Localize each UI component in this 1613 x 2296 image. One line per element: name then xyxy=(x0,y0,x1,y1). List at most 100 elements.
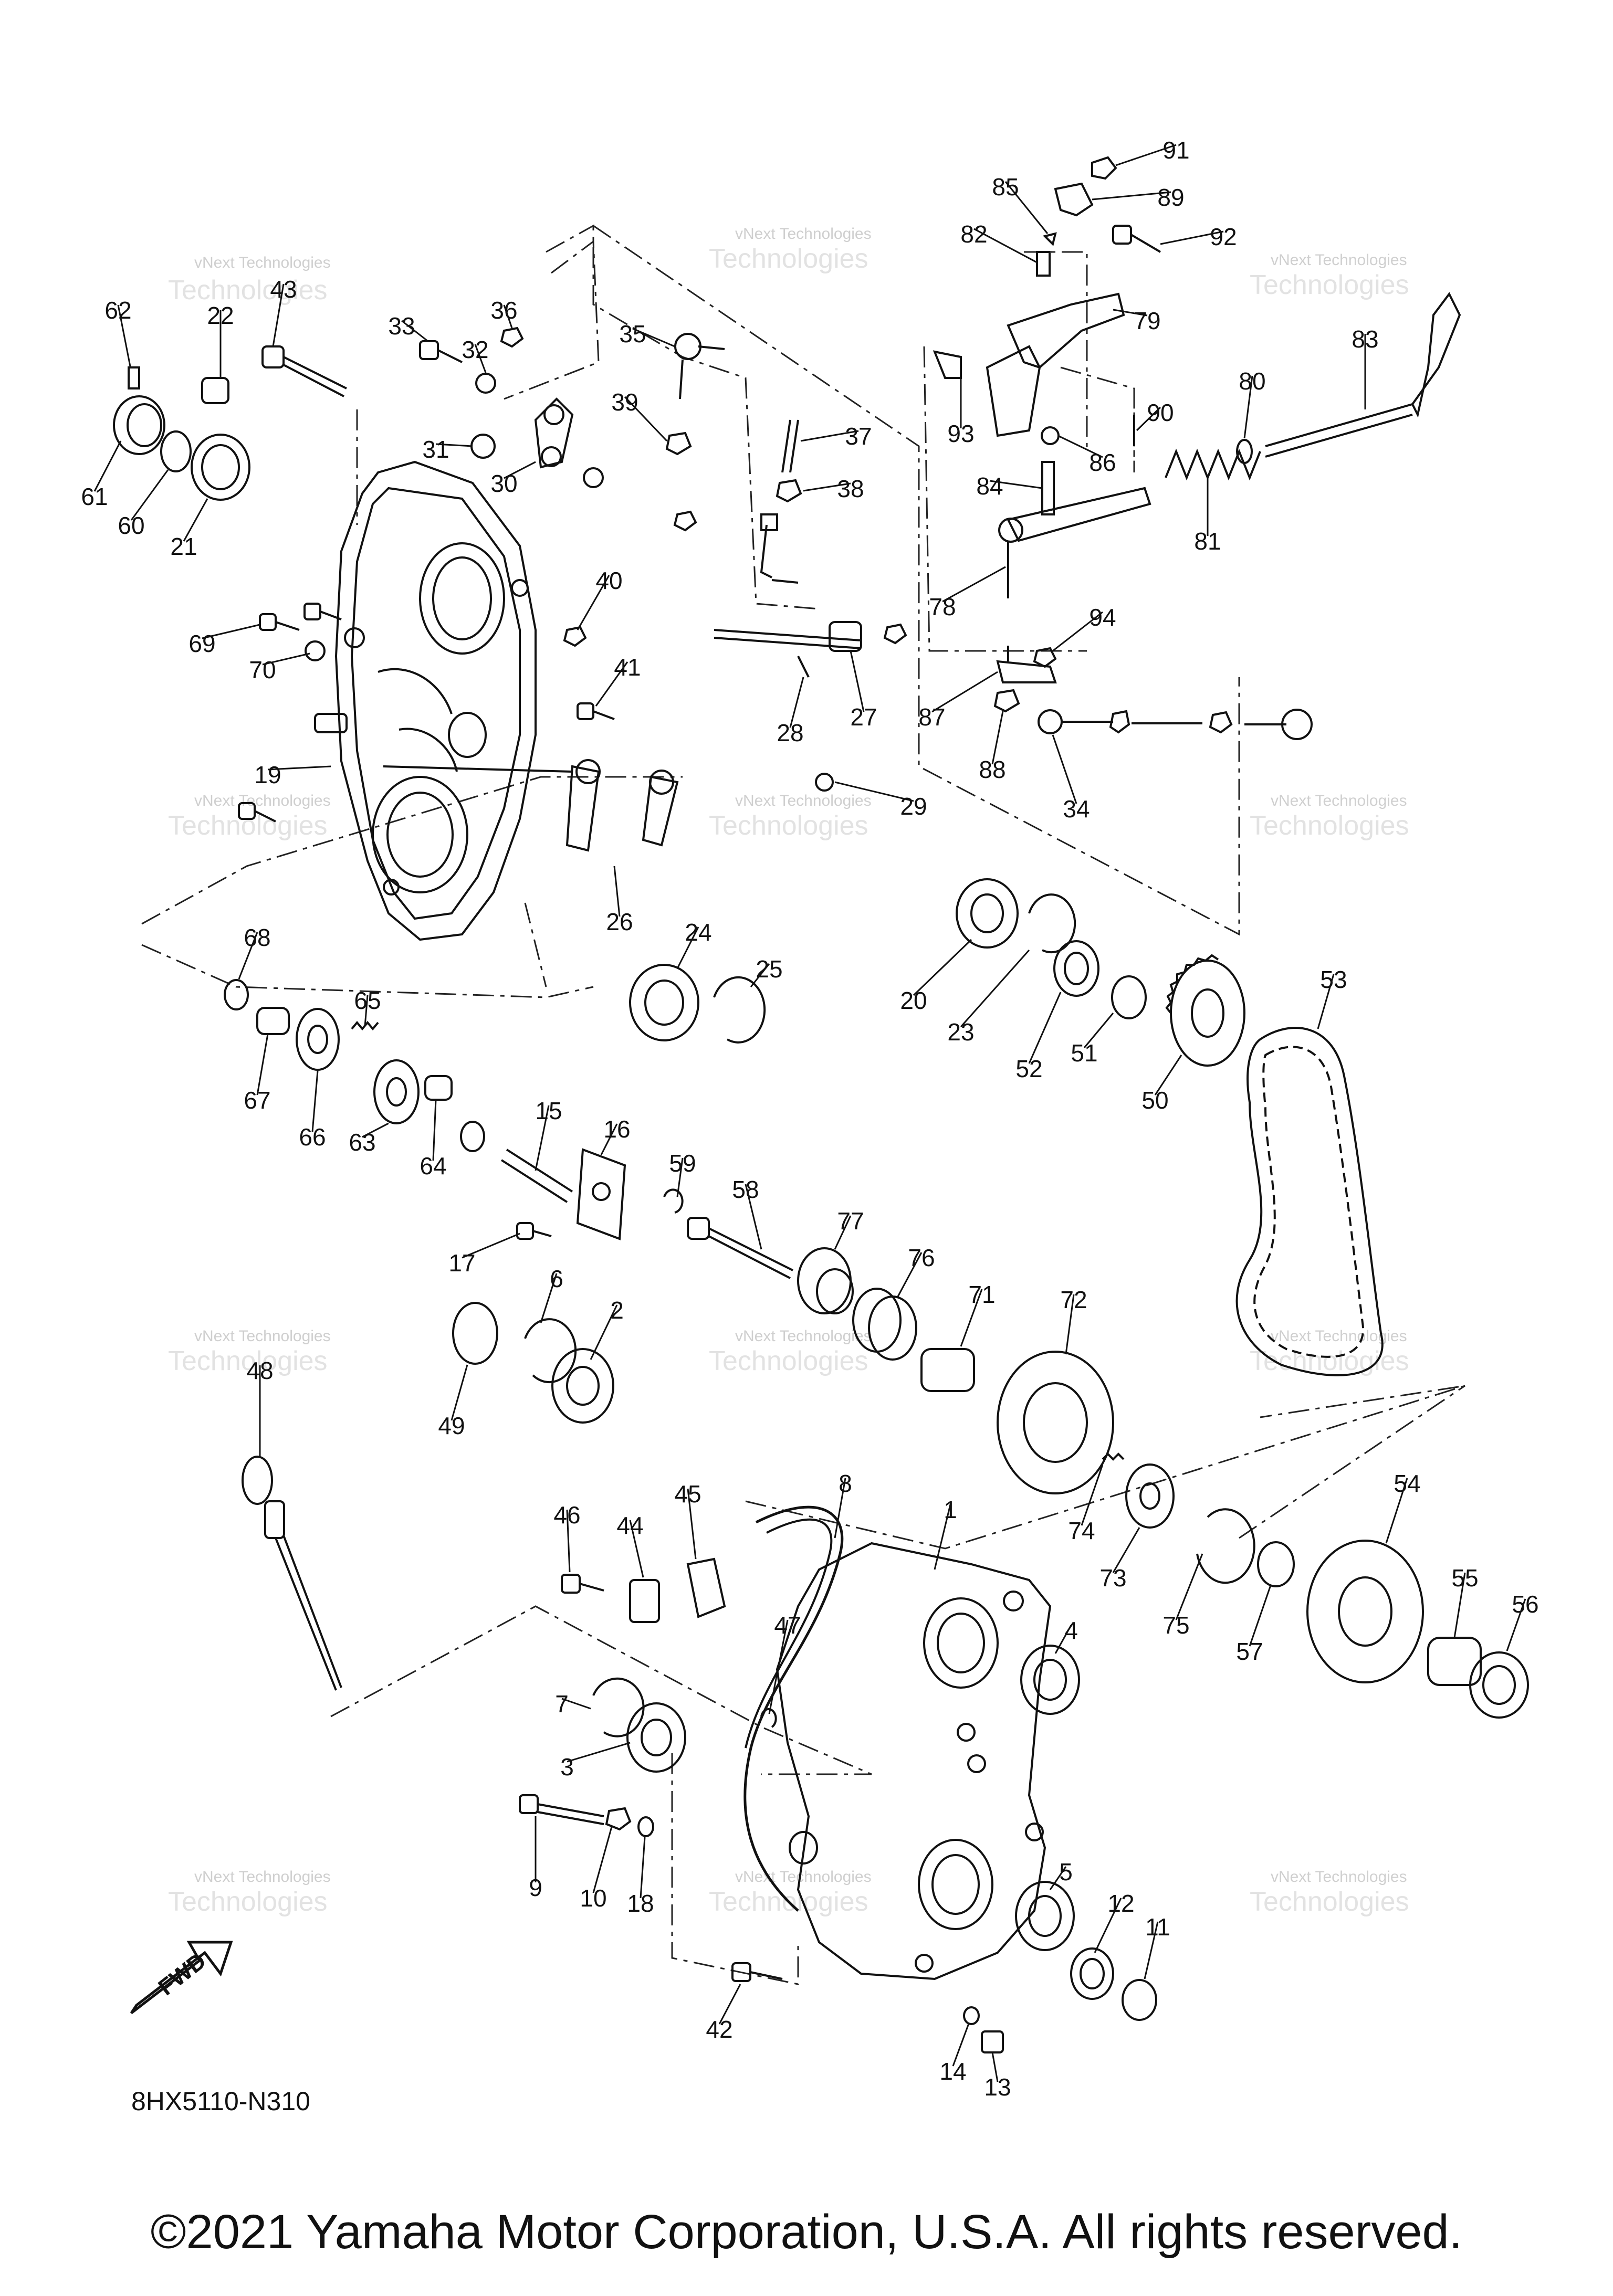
leader-line xyxy=(503,304,513,329)
part-number-label: 50 xyxy=(1141,1087,1168,1114)
part-number-label: 58 xyxy=(732,1176,759,1203)
reference-line xyxy=(745,1385,1465,1550)
leader-line xyxy=(432,1099,437,1161)
part-number-label: 45 xyxy=(674,1480,701,1508)
svg-text:vNext Technologies: vNext Technologies xyxy=(194,792,331,809)
leader-line xyxy=(991,711,1004,765)
middle-drive-parts xyxy=(224,878,1529,1719)
part-number-label: 16 xyxy=(603,1115,630,1143)
leader-line xyxy=(800,430,859,442)
part-number-label: 59 xyxy=(669,1150,696,1177)
part-number-label: 60 xyxy=(118,512,144,539)
leader-line xyxy=(1136,406,1161,431)
part-number-label: 93 xyxy=(947,420,974,447)
part-number-label: 5 xyxy=(1059,1858,1073,1886)
leader-line xyxy=(687,1488,697,1560)
leader-line xyxy=(1052,734,1077,804)
leader-line xyxy=(362,1122,389,1138)
leader-line xyxy=(462,1233,520,1259)
part-number-label: 67 xyxy=(244,1087,270,1114)
part-number-label: 30 xyxy=(490,470,517,497)
part-number-label: 52 xyxy=(1015,1055,1042,1082)
leader-line xyxy=(364,995,369,1027)
part-number-label: 81 xyxy=(1194,528,1221,555)
part-number-label: 3 xyxy=(560,1753,574,1781)
leader-line xyxy=(93,440,122,492)
part-number-label: 86 xyxy=(1089,449,1116,476)
leader-line xyxy=(504,461,536,479)
part-number-label: 51 xyxy=(1071,1039,1097,1067)
part-number-label: 69 xyxy=(188,630,215,657)
part-number-label: 27 xyxy=(850,703,877,731)
svg-text:Technologies: Technologies xyxy=(168,1887,328,1917)
svg-text:Technologies: Technologies xyxy=(709,810,868,841)
leader-line xyxy=(535,1105,550,1171)
part-number-label: 63 xyxy=(349,1129,375,1156)
leader-line xyxy=(1049,1866,1067,1890)
part-number-label: 13 xyxy=(984,2073,1011,2101)
part-number-label: 28 xyxy=(777,719,803,746)
leader-line xyxy=(1112,1527,1140,1573)
part-number-label: 84 xyxy=(976,472,1003,500)
part-number-label: 14 xyxy=(939,2058,966,2085)
part-number-label: 6 xyxy=(550,1265,563,1292)
leader-line xyxy=(629,1520,644,1578)
part-number-label: 22 xyxy=(207,302,234,329)
leader-line xyxy=(624,396,668,442)
part-number-label: 48 xyxy=(246,1357,273,1384)
leader-line xyxy=(1453,1572,1466,1638)
leader-line xyxy=(931,671,998,713)
leader-lines xyxy=(93,144,1526,2082)
part-number-label: 33 xyxy=(388,312,415,340)
part-number-label: 15 xyxy=(535,1097,562,1124)
part-number-label: 23 xyxy=(947,1018,974,1046)
leader-line xyxy=(1081,1464,1104,1526)
part-number-label: 77 xyxy=(837,1207,864,1235)
leader-line xyxy=(183,498,208,542)
part-number-label: 78 xyxy=(929,593,956,620)
leader-line xyxy=(613,866,621,917)
leader-line xyxy=(202,624,260,639)
part-number-label: 31 xyxy=(422,436,449,463)
part-number-label: 21 xyxy=(170,533,197,560)
part-number-label: 35 xyxy=(619,320,646,347)
part-number-label: 25 xyxy=(756,955,782,983)
leader-line xyxy=(803,482,851,492)
part-number-label: 83 xyxy=(1352,325,1378,353)
leader-line xyxy=(238,932,258,980)
leader-line xyxy=(1092,191,1171,201)
part-number-label: 66 xyxy=(299,1123,326,1151)
part-number-label: 11 xyxy=(1145,1913,1170,1941)
svg-text:vNext Technologies: vNext Technologies xyxy=(194,1868,331,1886)
svg-text:vNext Technologies: vNext Technologies xyxy=(1271,792,1407,809)
reference-line xyxy=(141,944,594,998)
leader-line xyxy=(577,575,610,630)
reference-line xyxy=(141,776,683,925)
svg-text:vNext Technologies: vNext Technologies xyxy=(194,1328,331,1345)
svg-text:Technologies: Technologies xyxy=(709,244,868,274)
part-number-label: 62 xyxy=(104,297,131,324)
part-number-label: 2 xyxy=(610,1297,624,1324)
reference-line xyxy=(923,346,1087,652)
part-number-label: 71 xyxy=(968,1281,995,1308)
part-number-label: 12 xyxy=(1107,1890,1134,1917)
svg-text:vNext Technologies: vNext Technologies xyxy=(735,1868,872,1886)
reference-line xyxy=(524,902,547,987)
part-number-label: 70 xyxy=(249,656,276,683)
svg-text:Technologies: Technologies xyxy=(1250,270,1409,300)
part-number-label: 91 xyxy=(1162,136,1189,164)
leader-line xyxy=(991,2052,999,2082)
dipstick xyxy=(242,1456,342,1691)
leader-line xyxy=(750,963,770,987)
leader-line xyxy=(1054,1625,1072,1654)
part-number-label: 61 xyxy=(81,483,108,510)
leader-line xyxy=(1160,230,1224,245)
part-number-label: 87 xyxy=(918,703,945,731)
leader-line xyxy=(130,469,169,521)
part-number-label: 79 xyxy=(1134,307,1160,334)
